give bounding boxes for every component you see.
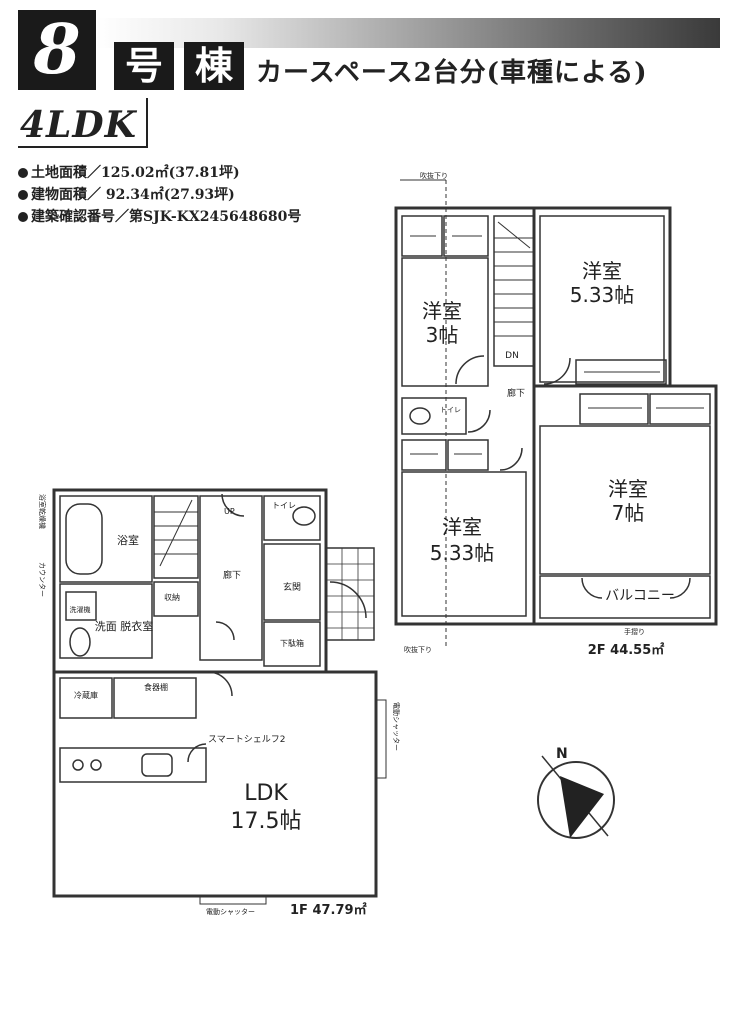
shoe-box-label: 下駄箱 (280, 638, 304, 648)
bullet-icon (18, 168, 28, 178)
room-w533top-name: 洋室 (582, 259, 622, 283)
fukinuke-top-label: 吹抜下り (420, 171, 448, 180)
spec-label: 建築確認番号 (31, 209, 115, 225)
shutter-right-label: 電動シャッター (392, 702, 401, 751)
down-label: DN (505, 351, 519, 361)
toilet2-label: トイレ (440, 406, 461, 414)
second-floor-plan (394, 179, 718, 646)
smart-shelf-label: スマートシェルフ2 (208, 735, 285, 745)
bullet-icon (18, 212, 28, 222)
layout-type: 4LDK (20, 104, 137, 146)
spec-label: 土地面積 (31, 165, 87, 181)
compass-needle-icon (560, 776, 604, 838)
layout-bracket (146, 98, 148, 148)
fridge-label: 冷蔵庫 (74, 690, 98, 700)
washroom-label: 洗面 脱衣室 (95, 619, 154, 633)
hall2-label: 廊下 (507, 387, 525, 399)
pantry-label: 食器棚 (144, 682, 168, 692)
room-w7-size: 7帖 (612, 501, 645, 525)
fukinuke-bottom-label: 吹抜下り (404, 645, 432, 654)
spec-value: 125.02㎡(37.81坪) (101, 165, 240, 181)
first-floor-plan (52, 488, 387, 905)
spec-building-area: 建物面積／ 92.34㎡(27.93坪) (18, 184, 235, 204)
bathroom-label: 浴室 (117, 533, 139, 547)
layout-underline (18, 146, 148, 148)
floor1-area: 1F 47.79㎡ (290, 902, 367, 918)
entrance-label: 玄関 (283, 581, 301, 593)
room-w3-size: 3帖 (426, 323, 459, 347)
building-char-2: 棟 (184, 42, 244, 90)
spec-value: 第SJK-KX245648680号 (129, 209, 302, 225)
room-w7-name: 洋室 (608, 477, 648, 501)
washer-label: 洗濯機 (70, 605, 91, 614)
building-char-1: 号 (114, 42, 174, 90)
spec-value: 92.34㎡(27.93坪) (105, 187, 235, 203)
bath-dryer-label: 浴室乾燥機 (38, 494, 47, 529)
toilet1-label: トイレ (272, 501, 296, 510)
room-w3-name: 洋室 (422, 299, 462, 323)
room-w533bot-size: 5.33帖 (430, 541, 495, 565)
room-w533bot-name: 洋室 (442, 515, 482, 539)
spec-confirmation-number: 建築確認番号／第SJK-KX245648680号 (18, 206, 301, 226)
up-label: UP (224, 507, 235, 516)
compass-n-label: N (556, 746, 568, 762)
hall1-label: 廊下 (223, 569, 241, 581)
shutter-bottom-label: 電動シャッター (206, 907, 255, 916)
bullet-icon (18, 190, 28, 200)
storage1-label: 収納 (164, 592, 180, 602)
ldk-name: LDK (244, 781, 288, 806)
balcony-label: バルコニー (605, 588, 675, 604)
spec-land-area: 土地面積／125.02㎡(37.81坪) (18, 162, 240, 182)
room-w533top-size: 5.33帖 (570, 283, 635, 307)
tesuri-label: 手摺り (624, 627, 645, 636)
ldk-size: 17.5帖 (231, 809, 302, 834)
spec-label: 建物面積 (31, 187, 87, 203)
counter-label: カウンター (38, 562, 47, 597)
car-space-text: カースペース2台分(車種による) (256, 58, 648, 88)
floor2-area: 2F 44.55㎡ (588, 642, 665, 658)
building-number: 8 (18, 10, 96, 90)
